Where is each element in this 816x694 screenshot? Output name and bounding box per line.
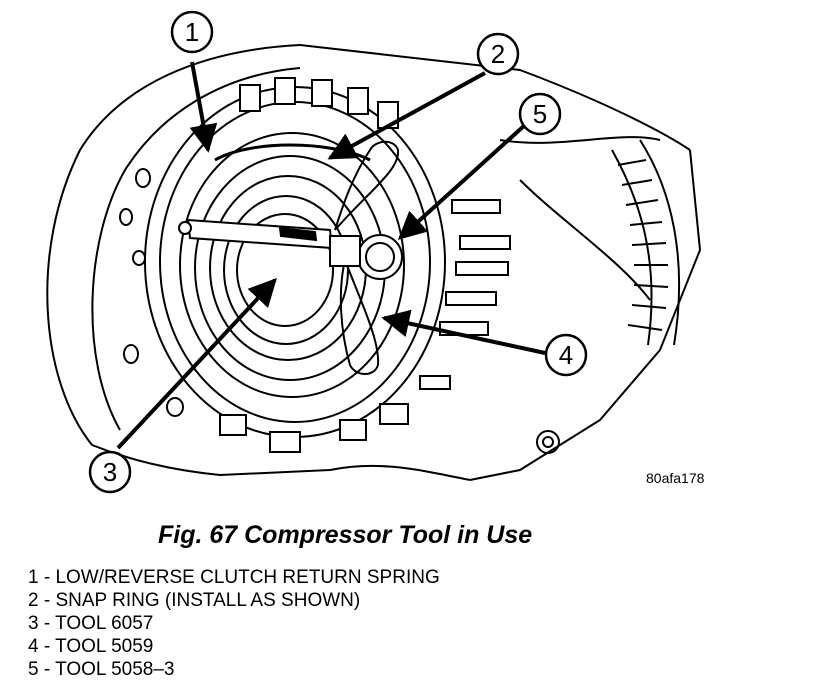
- legend-item: 1 - LOW/REVERSE CLUTCH RETURN SPRING: [28, 567, 440, 588]
- transmission-case: [46, 44, 702, 481]
- figure-caption: Fig. 67 Compressor Tool in Use: [158, 521, 533, 549]
- compressor-tool: [178, 140, 403, 375]
- callout-1: 1: [170, 10, 214, 54]
- return-spring-tabs: [219, 77, 511, 453]
- callout-3: 3: [88, 450, 132, 494]
- ring-gear: [611, 139, 681, 346]
- legend-item: 3 - TOOL 6057: [28, 613, 154, 634]
- callout-2: 2: [476, 32, 520, 76]
- legend-item: 5 - TOOL 5058–3: [28, 659, 175, 680]
- svg-text:2: 2: [491, 39, 505, 69]
- figure-reference-code: 80afa178: [646, 470, 705, 486]
- svg-text:3: 3: [103, 457, 117, 487]
- legend-item: 2 - SNAP RING (INSTALL AS SHOWN): [28, 590, 361, 611]
- legend: 1 - LOW/REVERSE CLUTCH RETURN SPRING 2 -…: [28, 566, 440, 681]
- compressor-tool-illustration: 1 2 3 4 5 80afa178: [46, 10, 705, 494]
- callout-4: 4: [544, 333, 588, 377]
- legend-item: 4 - TOOL 5059: [28, 636, 154, 657]
- svg-text:4: 4: [559, 340, 573, 370]
- callout-5: 5: [518, 92, 562, 136]
- svg-text:5: 5: [533, 99, 547, 129]
- svg-text:1: 1: [185, 17, 199, 47]
- leader-lines: [116, 61, 546, 450]
